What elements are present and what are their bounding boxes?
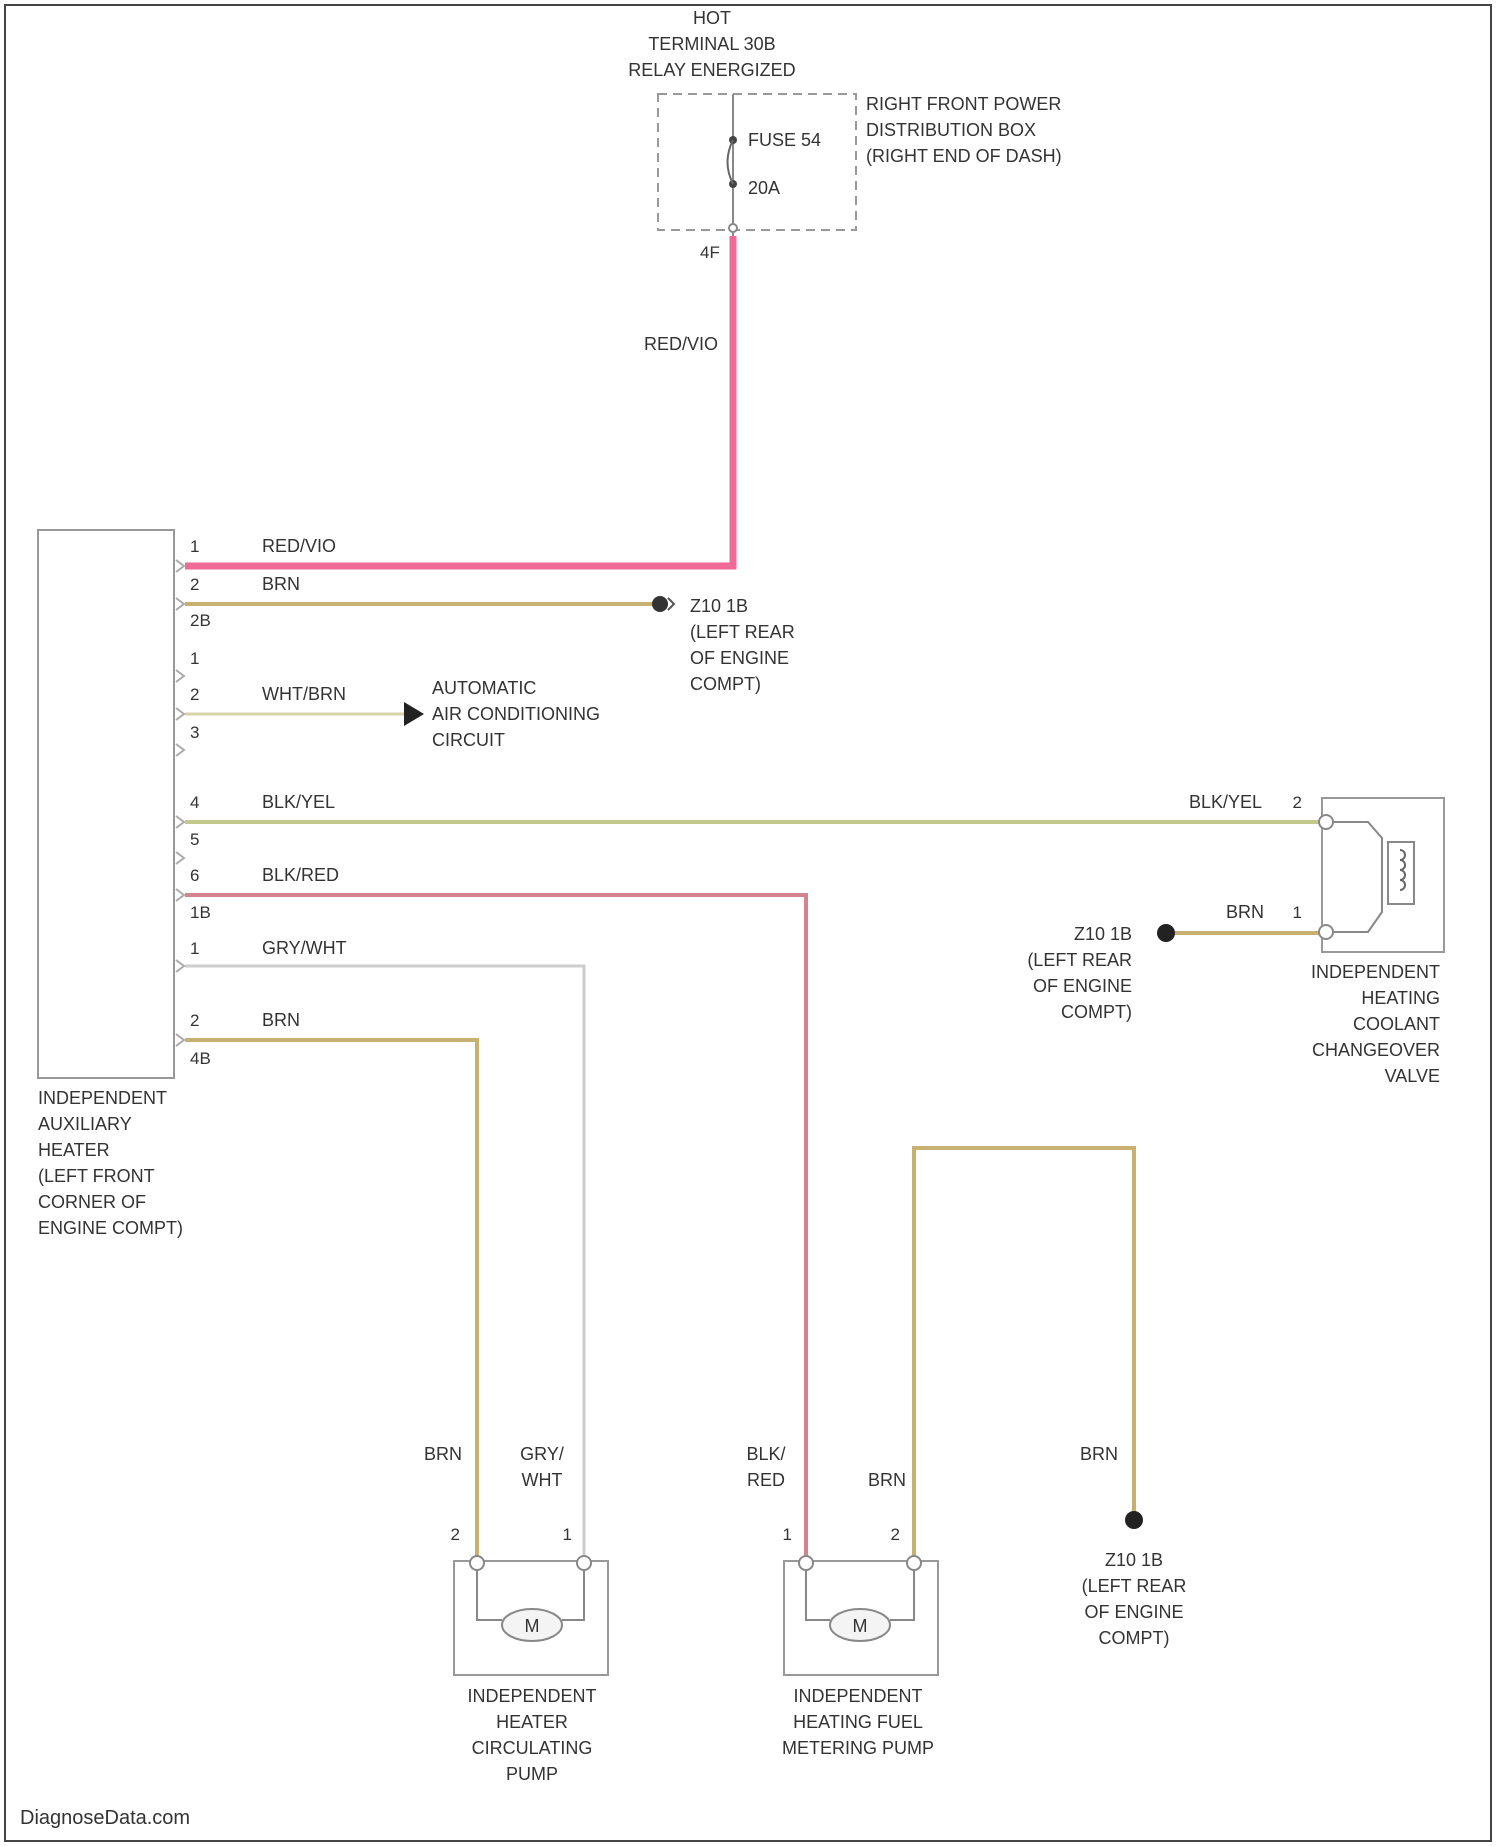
valve-wire-top: BLK/YEL: [1189, 792, 1262, 812]
ground-3-loc-2: OF ENGINE: [1084, 1602, 1183, 1622]
circ-pump-pin-right: 1: [563, 1525, 572, 1544]
valve-label-2: HEATING: [1361, 988, 1440, 1008]
heater-label-4: (LEFT FRONT: [38, 1166, 155, 1186]
heater-pin: 1: [190, 649, 199, 668]
wire-brn-circ-pump: [185, 1040, 477, 1563]
ac-label-1: AUTOMATIC: [432, 678, 536, 698]
wire-label-gry-wht: GRY/WHT: [262, 938, 347, 958]
watermark: DiagnoseData.com: [20, 1807, 190, 1829]
heater-label-2: AUXILIARY: [38, 1114, 132, 1134]
ground-dot-2: [1157, 924, 1175, 942]
distribution-box-label-2: DISTRIBUTION BOX: [866, 120, 1036, 140]
fuel-pump-pin-left: 1: [783, 1525, 792, 1544]
fuse-label: FUSE 54: [748, 130, 821, 150]
distribution-box-label-1: RIGHT FRONT POWER: [866, 94, 1061, 114]
valve-ground-id: Z10 1B: [1074, 924, 1132, 944]
hot-label: HOT: [693, 8, 731, 28]
circ-pump-label-2: HEATER: [496, 1712, 568, 1732]
ac-circuit-arrow: [404, 702, 424, 726]
relay-label: RELAY ENERGIZED: [628, 60, 795, 80]
ground-3-wire: BRN: [1080, 1444, 1118, 1464]
heater-pin: 6: [190, 866, 199, 885]
valve-label-4: CHANGEOVER: [1312, 1040, 1440, 1060]
heater-label-6: ENGINE COMPT): [38, 1218, 183, 1238]
wire-blk-red: [185, 895, 806, 1563]
coolant-changeover-valve: [1319, 798, 1444, 952]
terminal-label: TERMINAL 30B: [648, 34, 775, 54]
ac-label-2: AIR CONDITIONING: [432, 704, 600, 724]
valve-label-3: COOLANT: [1353, 1014, 1440, 1034]
wire-brn-fuel-ground: [914, 1148, 1134, 1563]
circ-pump-motor: M: [525, 1616, 540, 1636]
valve-label-5: VALVE: [1385, 1066, 1440, 1086]
fuel-pump-label-3: METERING PUMP: [782, 1738, 934, 1758]
ground-1-id: Z10 1B: [690, 596, 748, 616]
valve-ground-loc-1: (LEFT REAR: [1027, 950, 1132, 970]
valve-ground-loc-2: OF ENGINE: [1033, 976, 1132, 996]
fuse-rating: 20A: [748, 178, 780, 198]
heater-pin: 2: [190, 685, 199, 704]
auxiliary-heater-box: [38, 530, 174, 1078]
circ-pump-label-1: INDEPENDENT: [467, 1686, 596, 1706]
wire-label-red-vio-vertical: RED/VIO: [644, 334, 718, 354]
heater-pin: 2: [190, 575, 199, 594]
circ-pump-label-3: CIRCULATING: [472, 1738, 593, 1758]
fuse-box: [658, 94, 856, 236]
wire-red-vio: [185, 236, 733, 566]
distribution-box-label-3: (RIGHT END OF DASH): [866, 146, 1062, 166]
ground-1-loc-3: COMPT): [690, 674, 761, 694]
circ-pump-wire-right-1: GRY/: [520, 1444, 564, 1464]
valve-pin-top: 2: [1293, 793, 1302, 812]
heater-pin: 2B: [190, 611, 211, 630]
ground-dot-1: [652, 596, 674, 612]
valve-pin-bottom: 1: [1293, 903, 1302, 922]
wire-label-blk-yel: BLK/YEL: [262, 792, 335, 812]
ground-3-loc-1: (LEFT REAR: [1082, 1576, 1187, 1596]
heater-pin: 3: [190, 723, 199, 742]
heater-pin: 4: [190, 793, 199, 812]
heater-pin: 5: [190, 830, 199, 849]
heater-pin: 1: [190, 537, 199, 556]
ground-1-loc-1: (LEFT REAR: [690, 622, 795, 642]
valve-ground-loc-3: COMPT): [1061, 1002, 1132, 1022]
heater-label-1: INDEPENDENT: [38, 1088, 167, 1108]
fuel-pump-label-1: INDEPENDENT: [793, 1686, 922, 1706]
heater-pin: 4B: [190, 1049, 211, 1068]
heater-pin: 2: [190, 1011, 199, 1030]
ground-dot-3: [1125, 1511, 1143, 1529]
heater-label-5: CORNER OF: [38, 1192, 146, 1212]
fuel-pump-wire-left-2: RED: [747, 1470, 785, 1490]
circ-pump-label-4: PUMP: [506, 1764, 558, 1784]
circ-pump-wire-right-2: WHT: [522, 1470, 563, 1490]
wire-label-blk-red: BLK/RED: [262, 865, 339, 885]
circ-pump-pin-left: 2: [451, 1525, 460, 1544]
fuel-pump-motor: M: [853, 1616, 868, 1636]
fuel-pump-pin-right: 2: [891, 1525, 900, 1544]
heater-connector-ticks: [176, 560, 184, 1046]
heater-label-3: HEATER: [38, 1140, 110, 1160]
ground-1-loc-2: OF ENGINE: [690, 648, 789, 668]
valve-label-1: INDEPENDENT: [1311, 962, 1440, 982]
ground-3-loc-3: COMPT): [1099, 1628, 1170, 1648]
fuel-pump-wire-left-1: BLK/: [746, 1444, 785, 1464]
circ-pump-wire-left: BRN: [424, 1444, 462, 1464]
wire-label-brn: BRN: [262, 574, 300, 594]
ground-3-id: Z10 1B: [1105, 1550, 1163, 1570]
wire-label-brn-2: BRN: [262, 1010, 300, 1030]
valve-wire-bottom: BRN: [1226, 902, 1264, 922]
wire-label-wht-brn: WHT/BRN: [262, 684, 346, 704]
fuel-pump-wire-right: BRN: [868, 1470, 906, 1490]
heater-pin: 1B: [190, 903, 211, 922]
fuel-pump-label-2: HEATING FUEL: [793, 1712, 923, 1732]
wire-label-red-vio: RED/VIO: [262, 536, 336, 556]
heater-pin: 1: [190, 939, 199, 958]
ac-label-3: CIRCUIT: [432, 730, 505, 750]
fuse-pin: 4F: [700, 243, 720, 262]
